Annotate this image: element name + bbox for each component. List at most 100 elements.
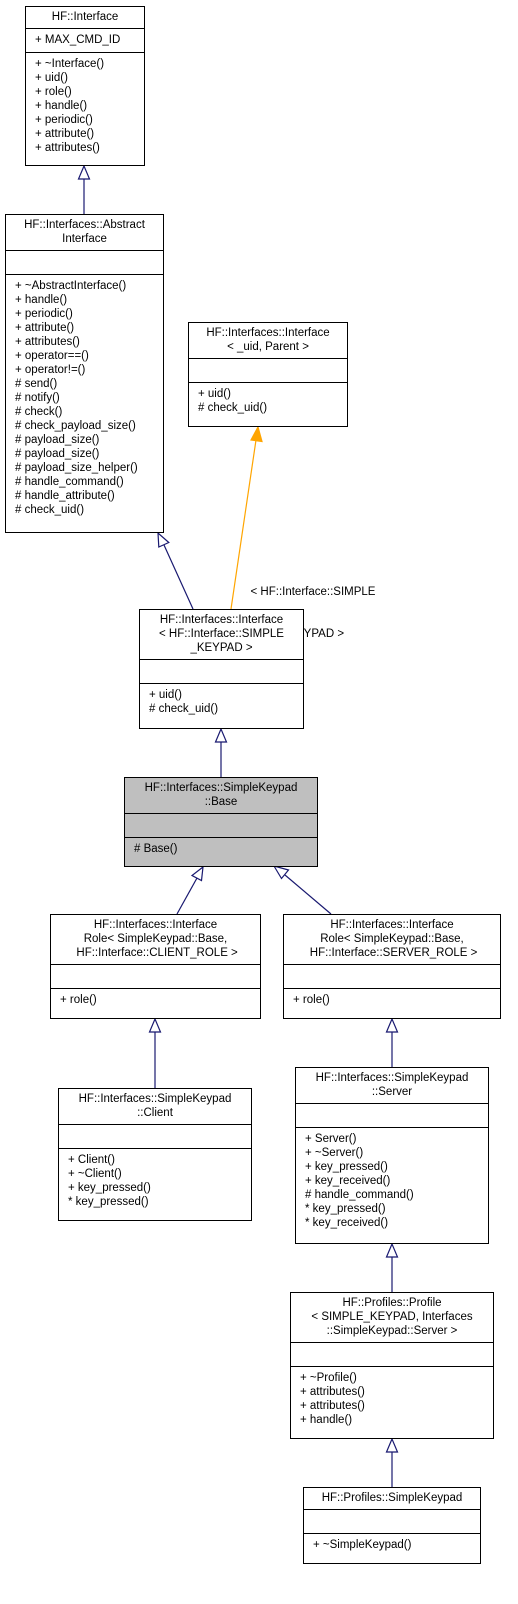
class-abstract-interface[interactable]: HF::Interfaces::Abstract Interface + ~Ab… [5,214,164,533]
method: # handle_command() [15,476,124,488]
title-line: HF::Profiles::Profile [342,1297,442,1309]
edge-label-line: < HF::Interface::SIMPLE [250,586,376,598]
class-interface-role-client[interactable]: HF::Interfaces::Interface Role< SimpleKe… [50,914,261,1019]
method: + ~AbstractInterface() [15,280,127,292]
class-attributes [125,813,317,837]
method: + ~Interface() [35,58,105,70]
title-line: HF::Interfaces::SimpleKeypad [315,1072,469,1084]
method: # send() [15,378,58,390]
class-title: HF::Interface [26,7,144,28]
method: + operator!=() [15,364,86,376]
title-line: ::Base [204,796,238,808]
edge-template-binding [230,439,257,610]
title-line: HF::Interfaces::Interface [93,919,218,931]
arrowhead [385,1017,399,1033]
class-title: HF::Interfaces::SimpleKeypad ::Base [125,778,317,813]
method: + Server() [305,1133,357,1145]
title-line: Interface [62,233,107,245]
method: * key_pressed() [68,1196,149,1208]
class-methods: + role() [51,988,260,1012]
class-methods: # Base() [125,837,317,861]
method: # check_payload_size() [15,420,136,432]
class-title: HF::Interfaces::Abstract Interface [6,215,163,250]
arrowhead [148,1017,162,1033]
method: + attribute() [35,128,95,140]
class-methods: + Server() + ~Server() + key_pressed() +… [296,1127,488,1235]
title-line: < HF::Interface::SIMPLE [159,628,284,640]
edge-server-role-to-base [284,874,332,915]
method: # handle_command() [305,1189,414,1201]
method: # check_uid() [149,703,219,715]
class-profile-template[interactable]: HF::Profiles::Profile < SIMPLE_KEYPAD, I… [290,1292,494,1439]
method: # check_uid() [198,402,268,414]
method: + role() [293,994,330,1006]
class-simple-keypad-base[interactable]: HF::Interfaces::SimpleKeypad ::Base # Ba… [124,777,318,867]
class-title: HF::Interfaces::Interface Role< SimpleKe… [284,915,500,964]
arrowhead [385,1242,399,1258]
method: + attributes() [300,1386,365,1398]
title-line: HF::Profiles::SimpleKeypad [321,1492,463,1504]
class-interface-role-server[interactable]: HF::Interfaces::Interface Role< SimpleKe… [283,914,501,1019]
method: + operator==() [15,350,89,362]
class-methods: + role() [284,988,500,1012]
class-attributes [59,1124,251,1148]
arrowhead [272,865,290,880]
arrowhead [385,1437,399,1453]
title-line: _KEYPAD > [190,642,253,654]
method: # Base() [134,843,178,855]
method: + uid() [149,689,182,701]
class-simple-keypad-server[interactable]: HF::Interfaces::SimpleKeypad ::Server + … [295,1067,489,1244]
arrowhead [250,425,263,443]
method: + key_received() [305,1175,391,1187]
class-methods: + ~SimpleKeypad() [304,1533,480,1557]
title-line: Role< SimpleKeypad::Base, [83,933,228,945]
class-title: HF::Interfaces::SimpleKeypad ::Client [59,1089,251,1124]
method: # check_uid() [15,504,85,516]
method: + uid() [198,388,231,400]
method: + attributes() [35,142,100,154]
class-interface-template[interactable]: HF::Interfaces::Interface < _uid, Parent… [188,322,348,427]
class-title: HF::Interfaces::Interface Role< SimpleKe… [51,915,260,964]
title-line: ::Server [371,1086,413,1098]
class-methods: + ~Profile() + attributes() + attributes… [291,1366,493,1432]
edge-client-role-to-base [176,877,198,915]
class-attributes [6,250,163,274]
method: # handle_attribute() [15,490,115,502]
class-title: HF::Interfaces::SimpleKeypad ::Server [296,1068,488,1103]
title-line: Role< SimpleKeypad::Base, [320,933,464,945]
class-interface-simple-keypad[interactable]: HF::Interfaces::Interface < HF::Interfac… [139,609,304,729]
class-attributes [51,964,260,988]
title-line: HF::Interfaces::SimpleKeypad [144,782,298,794]
class-simple-keypad-client[interactable]: HF::Interfaces::SimpleKeypad ::Client + … [58,1088,252,1221]
class-attributes [304,1509,480,1533]
title-line: HF::Interfaces::Interface [330,919,454,931]
class-hf-interface[interactable]: HF::Interface + MAX_CMD_ID + ~Interface(… [25,6,145,166]
class-profiles-simple-keypad[interactable]: HF::Profiles::SimpleKeypad + ~SimpleKeyp… [303,1487,481,1564]
class-attributes [291,1342,493,1366]
title-line: HF::Interface [51,11,119,23]
method: + attributes() [15,336,80,348]
method: # notify() [15,392,60,404]
title-line: < SIMPLE_KEYPAD, Interfaces [311,1311,473,1323]
method: * key_received() [305,1217,389,1229]
method: + Client() [68,1154,115,1166]
class-title: HF::Profiles::SimpleKeypad [304,1488,480,1509]
arrowhead [157,531,170,548]
title-line: ::Client [137,1107,173,1119]
title-line: HF::Interfaces::Abstract [24,219,145,231]
method: + periodic() [15,308,73,320]
method: + ~SimpleKeypad() [313,1539,412,1551]
method: + ~Client() [68,1168,122,1180]
edge-keypad-interface-to-abstract [163,544,194,610]
class-title: HF::Profiles::Profile < SIMPLE_KEYPAD, I… [291,1293,493,1342]
attribute: + MAX_CMD_ID [35,34,121,46]
method: * key_pressed() [305,1203,386,1215]
method: # payload_size() [15,448,100,460]
method: # payload_size_helper() [15,462,138,474]
title-line: ::SimpleKeypad::Server > [326,1325,458,1337]
method: + role() [35,86,72,98]
method: + ~Profile() [300,1372,357,1384]
title-line: HF::Interface::CLIENT_ROLE > [73,947,238,959]
method: + role() [60,994,97,1006]
